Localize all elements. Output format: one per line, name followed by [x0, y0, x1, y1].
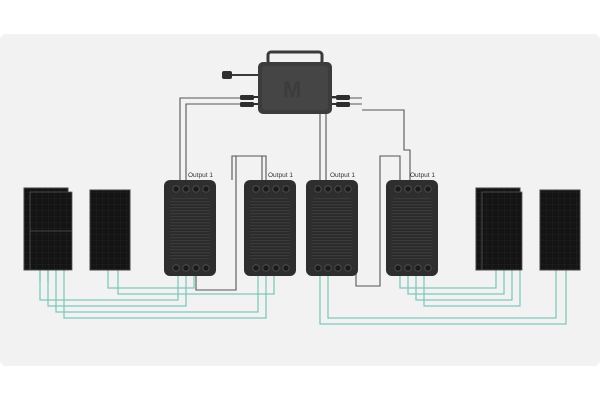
solar-panel [29, 191, 73, 271]
dc-wire [107, 270, 195, 289]
dc-wire [55, 270, 259, 313]
optimizer: Output 1 [164, 172, 216, 276]
dc-wire [39, 270, 179, 301]
dc-wire [319, 270, 567, 325]
dc-wire [39, 270, 49, 282]
microinverter: M [222, 50, 350, 114]
optimizer: Output 1 [244, 172, 296, 276]
dc-wire [415, 270, 513, 301]
dc-wire [407, 270, 505, 295]
optimizer: Output 1 [386, 172, 438, 276]
dc-input-connector [336, 102, 350, 107]
ac-wire [185, 103, 232, 180]
ac-wire [195, 155, 267, 291]
optimizer-output-label: Output 1 [188, 172, 213, 179]
dc-input-connector [336, 95, 350, 100]
dc-wire [423, 270, 521, 307]
dc-input-connector [240, 95, 254, 100]
ac-wire [179, 97, 232, 180]
solar-panel [481, 191, 523, 271]
optimizer: Output 1 [306, 172, 358, 276]
dc-input-connector [240, 102, 254, 107]
microinverter-logo: M [283, 77, 301, 102]
solar-panel [539, 189, 581, 271]
optimizer-output-label: Output 1 [268, 172, 293, 179]
ac-wire [355, 155, 401, 287]
dc-wire [117, 270, 275, 295]
dc-wire [327, 270, 557, 319]
dc-wire [399, 270, 497, 289]
solar-panel [89, 189, 131, 271]
solar-panels [23, 187, 581, 271]
optimizer-output-label: Output 1 [330, 172, 355, 179]
ac-output-connector [222, 71, 232, 79]
optimizer-output-label: Output 1 [410, 172, 435, 179]
dc-wiring [39, 270, 567, 325]
ac-wire [362, 109, 411, 180]
